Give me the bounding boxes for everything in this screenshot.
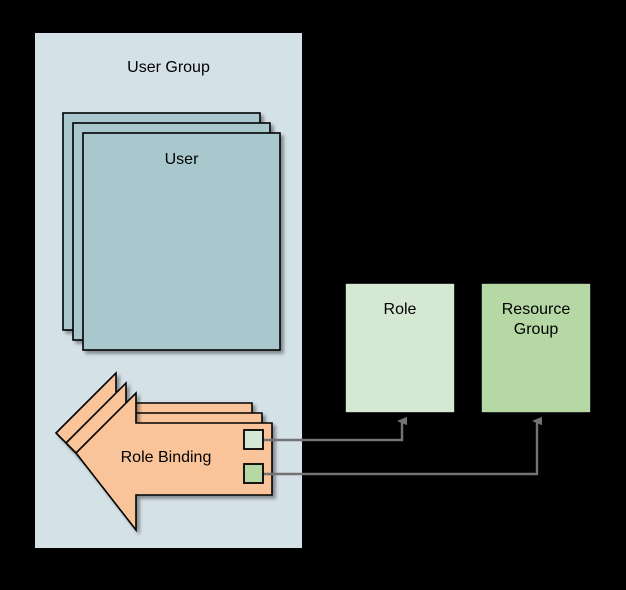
user-card-stack[interactable] xyxy=(62,112,281,351)
connector-role-binding-to-role xyxy=(262,416,407,442)
role-binding-arrow-front[interactable] xyxy=(74,391,273,533)
user-card-front[interactable] xyxy=(82,132,281,351)
connector-role-binding-to-resource-group xyxy=(262,416,542,476)
resource-group-box[interactable] xyxy=(480,282,592,414)
resource-group-port-icon[interactable] xyxy=(243,463,264,484)
role-box[interactable] xyxy=(344,282,456,414)
role-port-icon[interactable] xyxy=(243,429,264,450)
